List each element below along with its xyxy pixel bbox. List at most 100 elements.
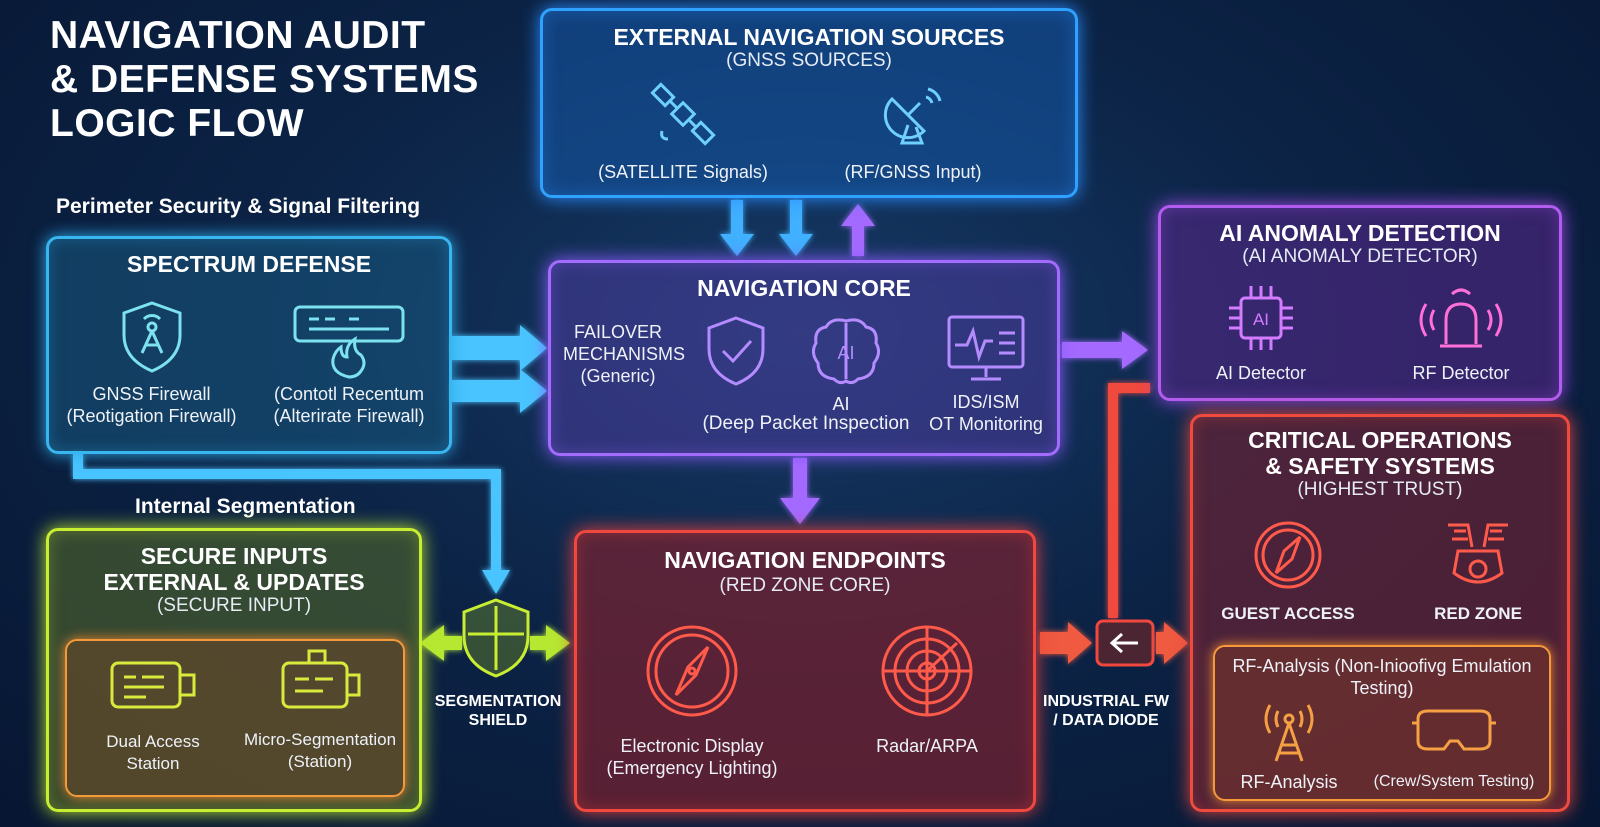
rf-detector-label: RF Detector xyxy=(1412,363,1510,383)
spectrum-control-line2: (Alterirate Firewall) xyxy=(273,406,425,426)
navigation-core-box[interactable]: NAVIGATION CORE FAILOVER MECHANISMS (Gen… xyxy=(548,260,1060,456)
external-item-satellite-label: (SATELLITE Signals) xyxy=(598,162,768,182)
external-sources-box[interactable]: EXTERNAL NAVIGATION SOURCES (GNSS SOURCE… xyxy=(540,8,1078,198)
core-ids-line1: IDS/ISM xyxy=(952,392,1020,412)
secure-item-micro-segmentation[interactable]: Micro-Segmentation (Station) xyxy=(235,647,405,773)
page-title: NAVIGATION AUDIT & DEFENSE SYSTEMS LOGIC… xyxy=(50,14,479,146)
core-title: NAVIGATION CORE xyxy=(697,275,911,301)
secure-title-line1: SECURE INPUTS xyxy=(140,543,328,569)
external-title: EXTERNAL NAVIGATION SOURCES xyxy=(613,24,1005,50)
rf-alarm-icon xyxy=(1419,288,1503,348)
ai-brain-icon: AI xyxy=(811,318,881,385)
spectrum-item-control-firewall[interactable]: (Contotl Recentum (Alterirate Firewall) xyxy=(249,297,449,427)
shield-check-icon xyxy=(707,316,765,386)
core-failover-line3: (Generic) xyxy=(580,366,656,386)
antenna-tower-icon xyxy=(1264,704,1314,762)
arrow-spectrum-to-core-1 xyxy=(452,325,547,371)
secure-micro-line1: Micro-Segmentation xyxy=(243,730,397,749)
arrow-core-to-endpoints xyxy=(780,458,820,524)
ai-item-rf-detector[interactable]: RF Detector xyxy=(1381,280,1541,384)
rf-title-line1: RF-Analysis (Non-Inioofivg Emulation xyxy=(1232,656,1532,676)
spectrum-control-line1: (Contotl Recentum xyxy=(273,384,425,404)
arrow-into-shield xyxy=(482,570,510,594)
ai-item-detector[interactable]: AI AI Detector xyxy=(1181,280,1341,384)
spectrum-item-gnss-firewall[interactable]: GNSS Firewall (Reotigation Firewall) xyxy=(59,297,244,427)
external-item-rf[interactable]: (RF/GNSS Input) xyxy=(823,79,1003,183)
industrial-fw-label: INDUSTRIAL FW / DATA DIODE xyxy=(1036,692,1176,730)
arrow-fw-to-critical xyxy=(1156,622,1188,664)
secure-dual-line2: Station xyxy=(126,754,180,773)
critical-operations-box[interactable]: CRITICAL OPERATIONS & SAFETY SYSTEMS (HI… xyxy=(1190,414,1570,812)
secure-inputs-inner: Dual Access Station Micro-Segmentation (… xyxy=(65,639,405,797)
secure-dual-line1: Dual Access xyxy=(106,732,200,751)
secure-title-line2: EXTERNAL & UPDATES xyxy=(103,569,365,595)
core-ids-line2: OT Monitoring xyxy=(929,414,1043,434)
rf-analysis-inner[interactable]: RF-Analysis (Non-Inioofivg Emulation Tes… xyxy=(1213,645,1551,801)
section-label-internal: Internal Segmentation xyxy=(135,495,356,518)
critical-guest-label: GUEST ACCESS xyxy=(1221,604,1355,623)
arrow-core-to-ai xyxy=(1062,331,1148,369)
compass-icon xyxy=(1254,521,1322,589)
ai-subtitle: (AI ANOMALY DETECTOR) xyxy=(1242,246,1478,267)
endpoints-item-display[interactable]: Electronic Display (Emergency Lighting) xyxy=(597,621,787,779)
arrow-endpoints-to-fw xyxy=(1040,622,1092,664)
satellite-icon xyxy=(650,82,716,146)
rf-item-crew-testing[interactable]: (Crew/System Testing) xyxy=(1361,699,1547,793)
shield-label-line1: SEGMENTATION xyxy=(434,693,562,710)
critical-title-line1: CRITICAL OPERATIONS xyxy=(1248,427,1512,453)
endpoints-subtitle: (RED ZONE CORE) xyxy=(719,575,891,596)
arrow-external-to-core-2 xyxy=(779,200,813,256)
rf-title-line2: Testing) xyxy=(1350,678,1414,698)
external-item-satellite[interactable]: (SATELLITE Signals) xyxy=(598,79,768,183)
ai-chip-text: AI xyxy=(1253,310,1269,329)
external-item-rf-label: (RF/GNSS Input) xyxy=(844,162,982,182)
ai-detector-label: AI Detector xyxy=(1215,363,1307,383)
arrow-shield-to-endpoints xyxy=(530,625,570,661)
critical-subtitle: (HIGHEST TRUST) xyxy=(1297,479,1463,500)
title-line-1: NAVIGATION AUDIT xyxy=(50,14,426,57)
critical-item-red-zone[interactable]: RED ZONE xyxy=(1403,517,1553,625)
endpoints-radar-label: Radar/ARPA xyxy=(876,736,978,756)
vr-headset-icon xyxy=(1412,709,1496,751)
shield-antenna-icon xyxy=(122,301,181,373)
arrow-shield-to-secure xyxy=(420,625,462,661)
data-diode-icon xyxy=(1095,619,1155,667)
secure-subtitle: (SECURE INPUT) xyxy=(156,595,312,616)
fw-label-line2: / DATA DIODE xyxy=(1053,712,1159,729)
endpoints-display-line1: Electronic Display xyxy=(620,736,764,756)
connector-fw-to-ai xyxy=(1108,383,1150,618)
title-line-2: & DEFENSE SYSTEMS xyxy=(50,58,479,101)
core-failover[interactable]: FAILOVER MECHANISMS (Generic) xyxy=(563,321,686,387)
spectrum-gnss-line2: (Reotigation Firewall) xyxy=(66,406,237,426)
critical-item-guest-access[interactable]: GUEST ACCESS xyxy=(1213,517,1363,625)
spectrum-title: SPECTRUM DEFENSE xyxy=(126,251,372,277)
firewall-icon xyxy=(293,305,405,379)
ai-chip-icon: AI xyxy=(1229,286,1293,350)
core-failover-line2: MECHANISMS xyxy=(563,344,686,364)
critical-title-line2: & SAFETY SYSTEMS xyxy=(1265,453,1495,479)
endpoints-item-radar[interactable]: Radar/ARPA xyxy=(837,621,1017,757)
secure-item-dual-access[interactable]: Dual Access Station xyxy=(73,655,233,775)
spectrum-gnss-line1: GNSS Firewall xyxy=(92,384,211,404)
core-ai-icon-text: AI xyxy=(837,343,854,363)
ai-anomaly-box[interactable]: AI ANOMALY DETECTION (AI ANOMALY DETECTO… xyxy=(1158,205,1562,401)
ai-title: AI ANOMALY DETECTION xyxy=(1219,220,1501,246)
arrow-external-to-core-1 xyxy=(720,200,754,256)
engine-icon xyxy=(1448,523,1508,584)
navigation-endpoints-box[interactable]: NAVIGATION ENDPOINTS (RED ZONE CORE) Ele… xyxy=(574,530,1036,812)
section-label-perimeter: Perimeter Security & Signal Filtering xyxy=(56,195,421,218)
external-subtitle: (GNSS SOURCES) xyxy=(726,50,892,71)
core-ai[interactable]: AI AI xyxy=(686,313,916,415)
secure-inputs-box[interactable]: SECURE INPUTS EXTERNAL & UPDATES (SECURE… xyxy=(46,528,422,812)
core-ids[interactable]: IDS/ISM OT Monitoring xyxy=(921,313,1051,435)
rf-item-analysis[interactable]: RF-Analysis xyxy=(1219,699,1359,793)
radar-icon xyxy=(881,625,973,717)
spectrum-defense-box[interactable]: SPECTRUM DEFENSE GNSS Firewall (Reotigat… xyxy=(46,236,452,454)
satellite-dish-icon xyxy=(883,87,942,145)
compass-icon xyxy=(646,625,738,717)
rf-crew-label: (Crew/System Testing) xyxy=(1373,773,1535,790)
arrow-spectrum-to-core-2 xyxy=(452,369,547,413)
usb-drive-icon xyxy=(281,649,361,709)
shield-label-line2: SHIELD xyxy=(468,712,528,729)
